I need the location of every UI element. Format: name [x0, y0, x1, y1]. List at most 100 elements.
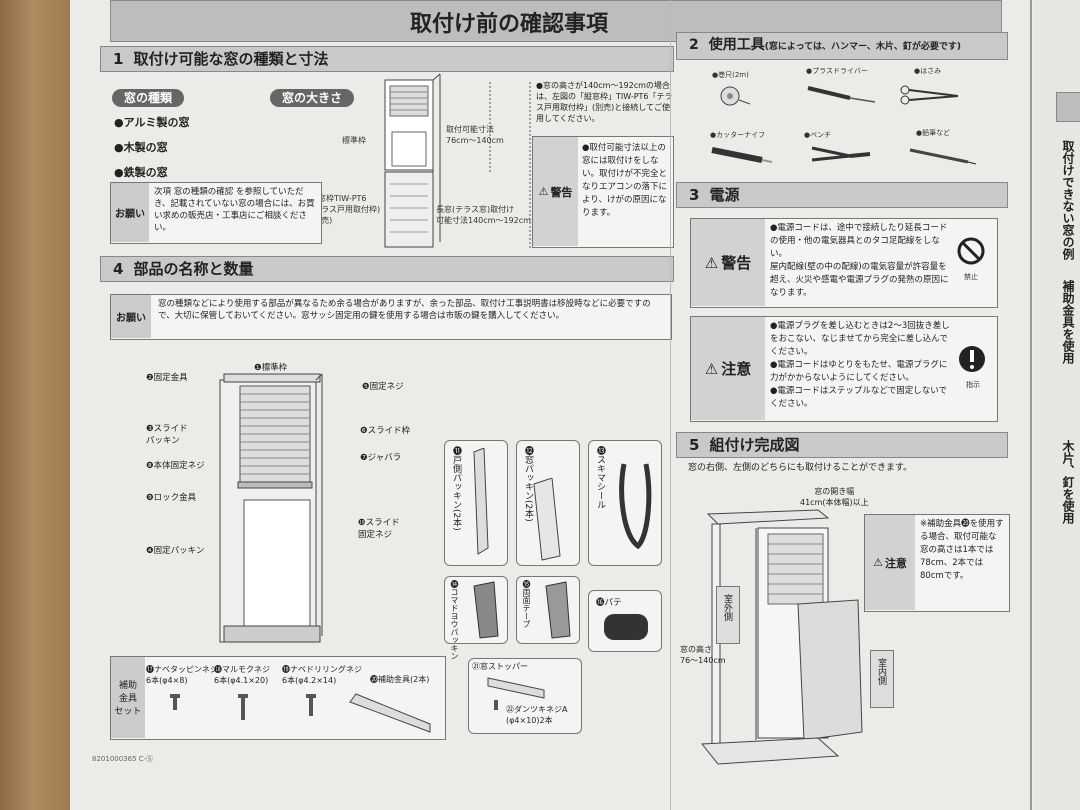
sec1-warning-label: 警告 — [550, 185, 573, 199]
window-type-aluminum: ●アルミ製の窓 — [114, 116, 190, 129]
sec4-request-label: お願い — [111, 295, 151, 338]
caution-triangle-icon: ⚠ — [873, 556, 883, 569]
part-3-label: ❸スライド パッキン — [146, 424, 188, 446]
part-10-label: ❿スライド 固定ネジ — [358, 518, 400, 540]
next-page-text-2: 補助金具を使用 — [1061, 280, 1075, 364]
next-page-fragment — [1034, 0, 1080, 810]
part-2-label: ❷固定金具 — [146, 373, 188, 383]
pill-window-size: 窓の大きさ — [270, 89, 355, 107]
part-13-icon — [619, 463, 652, 550]
aux-item-17: ⓱ナベタッピンネジ 6本(φ4×8) — [146, 665, 218, 685]
page-edge — [1030, 0, 1032, 810]
sec5-caution-label: 注意 — [884, 556, 907, 570]
next-page-text-1: 取付けできない窓の例 — [1061, 140, 1075, 260]
aux-item-18: ⓲マルモクネジ 6本(φ4.1×20) — [214, 665, 270, 685]
part-16-label: ⓰パテ — [596, 598, 622, 608]
sec2-title: 使用工具 — [708, 37, 765, 53]
sec4-request-text: 窓の種類などにより使用する部品が異なるため余る場合がありますが、余った部品、取付… — [158, 299, 651, 321]
sec3-title: 電源 — [709, 186, 740, 204]
caution-triangle-icon: ⚠ — [704, 359, 719, 378]
sec1-warning-text: ●取付可能寸法以上の窓には取付けをしない。取付けが不完全となりエアコンの落下によ… — [582, 143, 668, 218]
sec5-caution-label-box: ⚠注意 — [865, 515, 915, 610]
sec2-subtitle: (窓によっては、ハンマー、木片、釘が必要です) — [764, 42, 961, 52]
sec3-num: 3 — [689, 186, 700, 204]
sec1-request-label: お願い — [111, 183, 149, 242]
sec5-subtitle: 窓の右側、左側のどちらにも取付けることができます。 — [688, 463, 913, 473]
stopper-icon — [487, 677, 545, 710]
pill-window-types: 窓の種類 — [112, 89, 185, 107]
sec4-request-box — [110, 294, 672, 340]
aux-item-19: ⓳ナベドリリングネジ 6本(φ4.2×14) — [282, 665, 362, 685]
pliers-icon — [811, 146, 871, 162]
part-12-icon — [533, 478, 561, 561]
warning-triangle-icon: ⚠ — [704, 253, 719, 272]
main-title-bar — [110, 0, 1002, 42]
sec3-header: 3 電源 — [676, 182, 1008, 208]
frame-illustration — [384, 73, 531, 250]
inside-label: 室内側 — [876, 658, 886, 685]
part-15-icon — [545, 581, 571, 639]
sec4-title: 部品の名称と数量 — [133, 260, 254, 278]
part-14-label: ⓮コマドヨウパッキン — [450, 580, 459, 660]
part-11-icon — [473, 448, 489, 555]
sec5-width-label: 窓の開き幅 41cm(本体幅)以上 — [800, 487, 869, 507]
part-8-label: ❽本体固定ネジ — [146, 461, 205, 471]
note-window-height: ●窓の高さが140cm〜192cmの場合は、左図の「縦窓枠」TIW-PT6「テラ… — [536, 81, 673, 123]
tool-pencil-label: ●鉛筆など — [916, 129, 951, 137]
label-standard-size: 取付可能寸法 76cm〜140cm — [446, 125, 504, 145]
aux-set-label: 補助 金具 セット — [111, 657, 145, 738]
warning-triangle-icon: ⚠ — [538, 185, 549, 198]
main-title: 取付け前の確認事項 — [410, 12, 609, 37]
part-6-label: ❻スライド枠 — [360, 426, 411, 436]
tool-pliers-label: ●ペンチ — [804, 131, 832, 139]
pencil-icon — [909, 148, 977, 165]
prohibit-label: 禁止 — [964, 273, 978, 281]
window-type-steel: ●鉄製の窓 — [114, 166, 168, 179]
part-7-label: ❼ジャバラ — [360, 453, 402, 463]
window-type-list: ●アルミ製の窓 ●木製の窓 ●鉄製の窓 — [114, 114, 190, 189]
part-12-label: ⓬窓パッキン(2本) — [523, 446, 533, 522]
prohibit-icon — [957, 237, 985, 265]
sec1-request-text: 次項 窓の種類の確認 を参照していただき、記載されていない窓の場合には、お買い求… — [154, 187, 315, 233]
instruction-icon — [959, 346, 985, 372]
part-1-label: ❶標準枠 — [254, 363, 288, 373]
sec5-num: 5 — [689, 436, 700, 454]
page-fold — [670, 0, 671, 810]
stopper-box — [468, 658, 582, 734]
sec3-warning-label: 警告 — [721, 254, 752, 272]
label-long-size: 長窓(テラス窓)取付け 可能寸法140cm〜192cm — [436, 205, 531, 225]
part-5-label: ❺固定ネジ — [362, 382, 404, 392]
assembly-illustration — [701, 509, 863, 765]
tools-illustration — [711, 85, 977, 165]
document-code: 8201000365 C-Ⓢ — [92, 755, 154, 763]
sec3-warning-label-box: ⚠警告 — [691, 219, 765, 306]
inside-label-box — [870, 650, 894, 708]
sec5-caution-text: ※補助金具⓴を使用する場合、取付可能な窓の高さは1本では78cm、2本では80c… — [920, 519, 1004, 581]
window-type-wood: ●木製の窓 — [114, 141, 168, 154]
sec5-title: 組付け完成図 — [709, 436, 800, 454]
sec1-warning-label-box: ⚠警告 — [533, 137, 578, 246]
part-13-label: ⓭スキマシール — [595, 446, 605, 509]
next-page-header — [1056, 92, 1080, 122]
tape-measure-icon — [720, 86, 751, 106]
sec5-height-label: 窓の高さ 76〜140cm — [680, 645, 726, 665]
part-15-label: ⓯両面テープ — [522, 580, 531, 628]
tool-cutter-label: ●カッターナイフ — [710, 131, 766, 139]
sec1-num: 1 — [113, 50, 124, 68]
screwdriver-icon — [807, 86, 876, 103]
instruction-label: 指示 — [966, 381, 980, 389]
sec3-warning-text: ●電源コードは、途中で接続したり延長コードの使用・他の電気器具とのタコ足配線をし… — [770, 223, 949, 298]
tool-tape-label: ●巻尺(2m) — [712, 71, 749, 79]
outside-label: 室外側 — [722, 594, 732, 621]
sec3-caution-text: ●電源プラグを差し込むときは2〜3回抜き差しをおこない、なじませてから完全に差し… — [770, 321, 950, 409]
aux-screws-icon — [170, 693, 431, 733]
sec3-caution-label-box: ⚠注意 — [691, 317, 765, 420]
label-standard-frame: 標準枠 — [342, 136, 366, 145]
sec4-num: 4 — [113, 260, 124, 278]
part-14-icon — [473, 581, 499, 639]
part-9-label: ❾ロック金具 — [146, 493, 197, 503]
tool-driver-label: ●プラスドライバー — [806, 67, 868, 75]
